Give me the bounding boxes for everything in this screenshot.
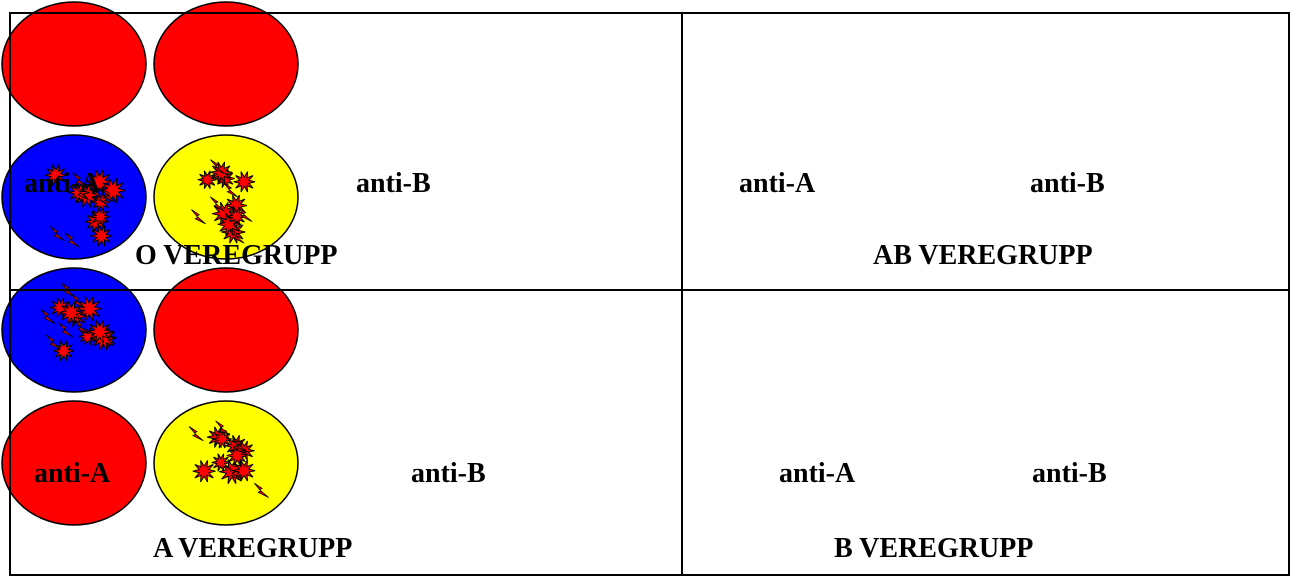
lightning-icon <box>223 182 239 198</box>
reagent-drop <box>153 1 299 127</box>
starburst-icon <box>197 170 217 189</box>
well-label-anti-b: anti-B <box>1030 168 1105 199</box>
lightning-icon <box>188 426 204 442</box>
starburst-icon <box>100 177 126 203</box>
well-anti-a-a <box>1 267 147 393</box>
starburst-icon <box>211 453 231 472</box>
reagent-drop <box>153 267 299 393</box>
well-label-anti-b: anti-B <box>1032 458 1107 489</box>
lightning-icon <box>49 226 65 242</box>
lightning-icon <box>215 420 231 436</box>
lightning-icon <box>91 189 107 205</box>
reagent-drop <box>1 1 147 127</box>
horizontal-divider <box>9 289 1290 291</box>
starburst-icon <box>87 319 113 344</box>
well-anti-b-ab <box>153 134 299 260</box>
diagram-frame <box>9 12 1290 576</box>
lightning-icon <box>40 308 56 324</box>
panel-b-group: anti-A anti-B B VEREGRUPP <box>0 399 1296 563</box>
lightning-icon <box>58 322 74 338</box>
well-label-anti-b: anti-B <box>356 168 431 199</box>
reagent-drop <box>1 267 147 393</box>
reagent-drop <box>1 400 147 526</box>
panel-title: AB VEREGRUPP <box>873 240 1093 271</box>
lightning-icon <box>226 466 242 482</box>
lightning-icon <box>45 334 61 350</box>
well-label-anti-a: anti-A <box>24 168 101 199</box>
well-anti-b-a <box>153 267 299 393</box>
starburst-icon <box>233 171 256 193</box>
starburst-icon <box>68 182 90 203</box>
well-label-anti-a: anti-A <box>739 168 816 199</box>
well-label-anti-a: anti-A <box>34 458 111 489</box>
lightning-icon <box>74 319 89 335</box>
panel-o-group: anti-A anti-B O VEREGRUPP <box>0 0 1296 270</box>
well-label-anti-b: anti-B <box>411 458 486 489</box>
starburst-icon <box>52 340 75 362</box>
lightning-icon <box>70 293 86 309</box>
well-anti-b-o <box>153 1 299 127</box>
lightning-icon <box>210 159 225 175</box>
panel-a-group: anti-A anti-B A VEREGRUPP <box>0 266 1296 563</box>
panel-title: A VEREGRUPP <box>153 533 353 564</box>
lightning-icon <box>100 187 116 203</box>
starburst-icon <box>59 301 84 325</box>
starburst-icon <box>91 192 111 212</box>
lightning-icon <box>237 207 253 223</box>
well-anti-a-b <box>1 400 147 526</box>
lightning-icon <box>72 172 88 188</box>
well-anti-a-o <box>1 1 147 127</box>
lightning-icon <box>64 232 80 248</box>
starburst-icon <box>226 207 247 226</box>
well-anti-b-b <box>153 400 299 526</box>
starburst-icon <box>90 225 113 247</box>
lightning-icon <box>209 196 225 212</box>
panel-title: B VEREGRUPP <box>834 533 1034 564</box>
starburst-icon <box>212 429 232 449</box>
lightning-icon <box>253 482 269 498</box>
well-anti-a-ab <box>1 134 147 260</box>
reagent-drop <box>153 134 299 260</box>
well-label-anti-a: anti-A <box>779 458 856 489</box>
vertical-divider <box>681 12 683 576</box>
panel-ab-group: anti-A anti-B AB VEREGRUPP <box>0 133 1296 270</box>
lightning-icon <box>232 437 248 453</box>
starburst-icon <box>44 164 67 186</box>
panel-title: O VEREGRUPP <box>135 240 338 271</box>
starburst-icon <box>192 460 216 483</box>
lightning-icon <box>229 228 245 244</box>
lightning-icon <box>73 185 89 201</box>
lightning-icon <box>191 209 206 225</box>
